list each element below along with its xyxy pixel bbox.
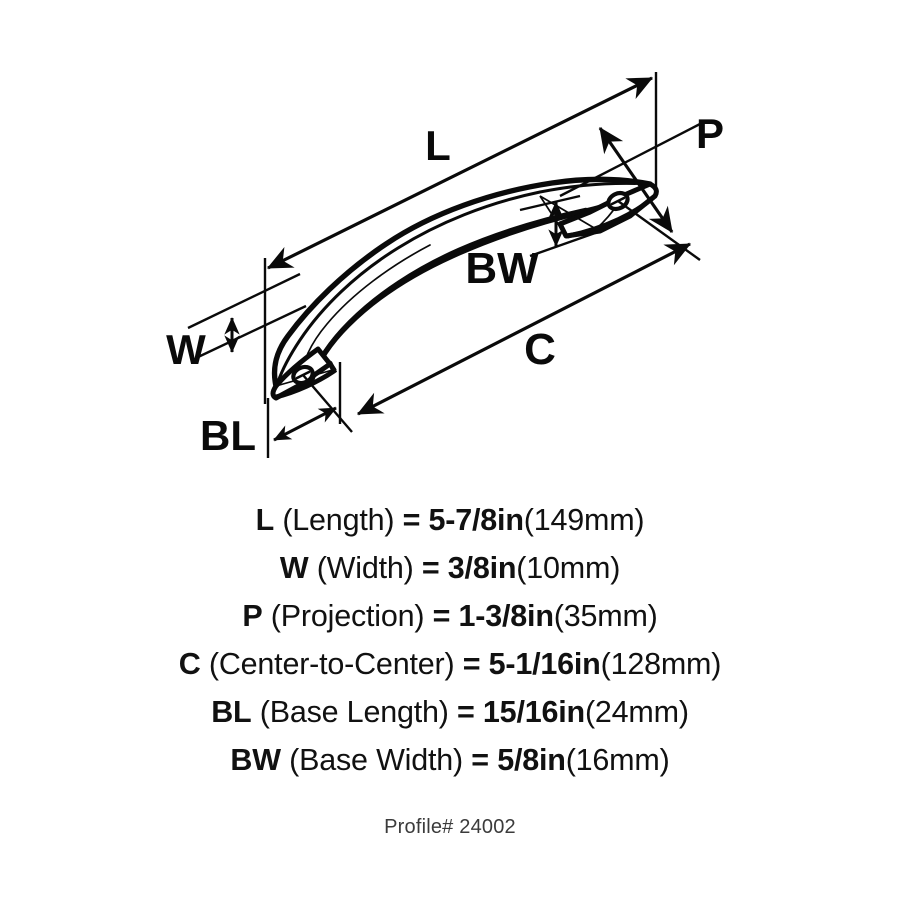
spec-name: (Projection) — [270, 599, 425, 633]
spec-metric-value: (149mm) — [523, 503, 645, 537]
length-label: L — [425, 122, 451, 169]
spec-equals: = — [457, 695, 475, 729]
left-base-side-facet — [315, 348, 337, 371]
spec-equals: = — [421, 551, 440, 585]
spec-imperial-value: 15/16in — [482, 695, 585, 729]
spec-row-base-width: BW (Base Width) = 5/8in(16mm) — [0, 736, 900, 784]
technical-drawing: L P W BW — [166, 72, 725, 459]
spec-row-center-to-center: C (Center-to-Center) = 5-1/16in(128mm) — [0, 640, 900, 688]
spec-name: (Base Length) — [259, 695, 449, 729]
spec-symbol: P — [242, 599, 263, 633]
base-length-dimension-arrow — [273, 406, 337, 442]
spec-name: (Center-to-Center) — [208, 647, 455, 681]
spec-name: (Base Width) — [289, 743, 463, 777]
dimension-base-length: BL — [200, 362, 342, 459]
handle-diagram-svg: L P W BW — [166, 72, 725, 459]
spec-name: (Width) — [316, 551, 414, 585]
spec-equals: = — [432, 599, 451, 633]
spec-metric-value: (10mm) — [516, 551, 621, 585]
spec-equals: = — [462, 647, 481, 681]
spec-row-width: W (Width) = 3/8in(10mm) — [0, 544, 900, 592]
dimension-width: W — [166, 272, 307, 373]
specification-list: L (Length) = 5-7/8in(149mm) W (Width) = … — [0, 496, 900, 784]
base-length-label: BL — [200, 412, 256, 459]
width-label: W — [166, 326, 206, 373]
spec-equals: = — [471, 743, 489, 777]
center-left-extension-line — [302, 374, 353, 433]
spec-metric-value: (24mm) — [584, 695, 689, 729]
spec-row-base-length: BL (Base Length) = 15/16in(24mm) — [0, 688, 900, 736]
center-to-center-label: C — [524, 325, 556, 374]
spec-symbol: W — [279, 551, 309, 585]
spec-metric-value: (16mm) — [565, 743, 670, 777]
spec-symbol: BL — [211, 695, 252, 729]
spec-equals: = — [402, 503, 421, 537]
spec-symbol: BW — [230, 743, 281, 777]
profile-number: Profile# 24002 — [384, 816, 516, 838]
dimension-projection: P — [559, 110, 724, 233]
spec-row-projection: P (Projection) = 1-3/8in(35mm) — [0, 592, 900, 640]
projection-dimension-arrow — [598, 127, 674, 233]
center-dimension-arrow — [356, 242, 692, 416]
spec-symbol: C — [178, 647, 201, 681]
spec-imperial-value: 5-7/8in — [428, 503, 524, 537]
spec-metric-value: (35mm) — [553, 599, 658, 633]
base-width-label: BW — [465, 244, 539, 293]
spec-imperial-value: 5-1/16in — [488, 647, 601, 681]
spec-imperial-value: 3/8in — [447, 551, 517, 585]
spec-name: (Length) — [282, 503, 395, 537]
spec-metric-value: (128mm) — [600, 647, 722, 681]
spec-symbol: L — [255, 503, 275, 537]
width-lower-extension-line — [195, 304, 307, 360]
length-dimension-arrow — [266, 76, 654, 270]
projection-label: P — [696, 110, 724, 157]
spec-imperial-value: 1-3/8in — [458, 599, 554, 633]
spec-row-length: L (Length) = 5-7/8in(149mm) — [0, 496, 900, 544]
spec-imperial-value: 5/8in — [497, 743, 566, 777]
dimension-center-to-center: C — [302, 200, 701, 433]
width-upper-extension-line — [187, 272, 301, 330]
